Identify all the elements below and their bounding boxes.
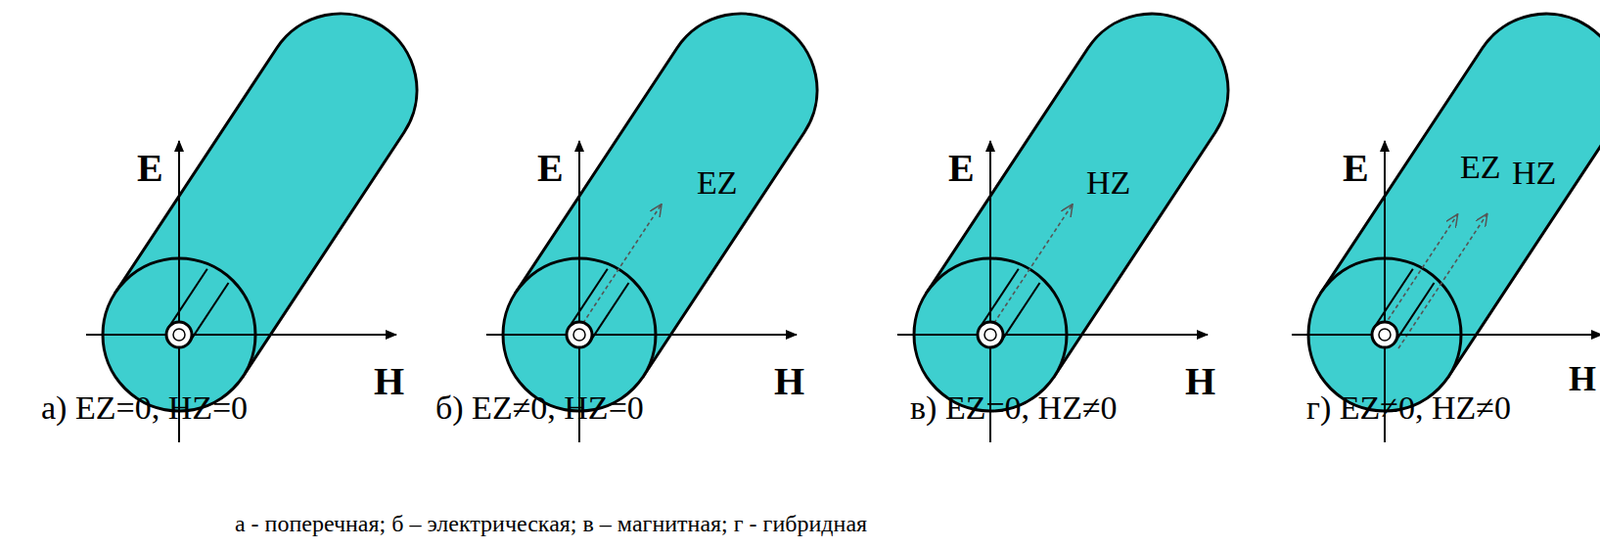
component-label: HZ (1511, 154, 1556, 191)
mode-caption: в) EZ=0, HZ≠0 (910, 389, 1118, 426)
h-axis (86, 333, 397, 336)
inner-conductor (1371, 321, 1398, 348)
field-arrow (1398, 213, 1488, 349)
inner-conductor-edge (1373, 269, 1414, 328)
inner-conductor (166, 321, 192, 348)
inner-conductor-edge (590, 282, 630, 342)
component-label: EZ (1460, 148, 1502, 185)
inner-conductor (566, 321, 593, 348)
inner-conductor-edge (168, 269, 208, 328)
inner-conductor-edge (979, 269, 1019, 328)
mode-caption: а) EZ=0, HZ=0 (41, 389, 248, 426)
field-arrow (986, 203, 1073, 335)
figure-caption: а - поперечная; б – электрическая; в – м… (234, 510, 868, 537)
h-axis (1291, 333, 1600, 336)
mode-caption: б) EZ≠0, HZ=0 (435, 389, 644, 426)
axis-label: E (137, 146, 164, 190)
axis-label: H (1185, 360, 1216, 404)
inner-conductor-hole (173, 328, 185, 341)
inner-conductor-hole (984, 328, 997, 341)
inner-conductor (977, 321, 1004, 348)
h-axis (897, 333, 1208, 336)
h-axis (486, 333, 797, 336)
inner-conductor-edge (1395, 282, 1435, 342)
axis-label: H (373, 360, 405, 404)
inner-conductor-hole (573, 328, 586, 341)
component-label: HZ (1086, 164, 1131, 201)
axis-label: E (948, 146, 975, 190)
inner-conductor-edge (568, 269, 608, 328)
axis-label: H (1568, 360, 1597, 400)
mode-caption: г) EZ≠0, HZ≠0 (1306, 389, 1511, 426)
field-arrow (1376, 214, 1459, 337)
field-arrow (575, 203, 662, 335)
inner-conductor-hole (1378, 328, 1391, 341)
axis-label: E (537, 146, 564, 190)
inner-conductor-edge (1001, 282, 1041, 342)
axis-label: H (774, 360, 805, 404)
inner-conductor-edge (189, 282, 229, 342)
component-label: EZ (696, 164, 738, 201)
axis-label: E (1342, 146, 1370, 190)
